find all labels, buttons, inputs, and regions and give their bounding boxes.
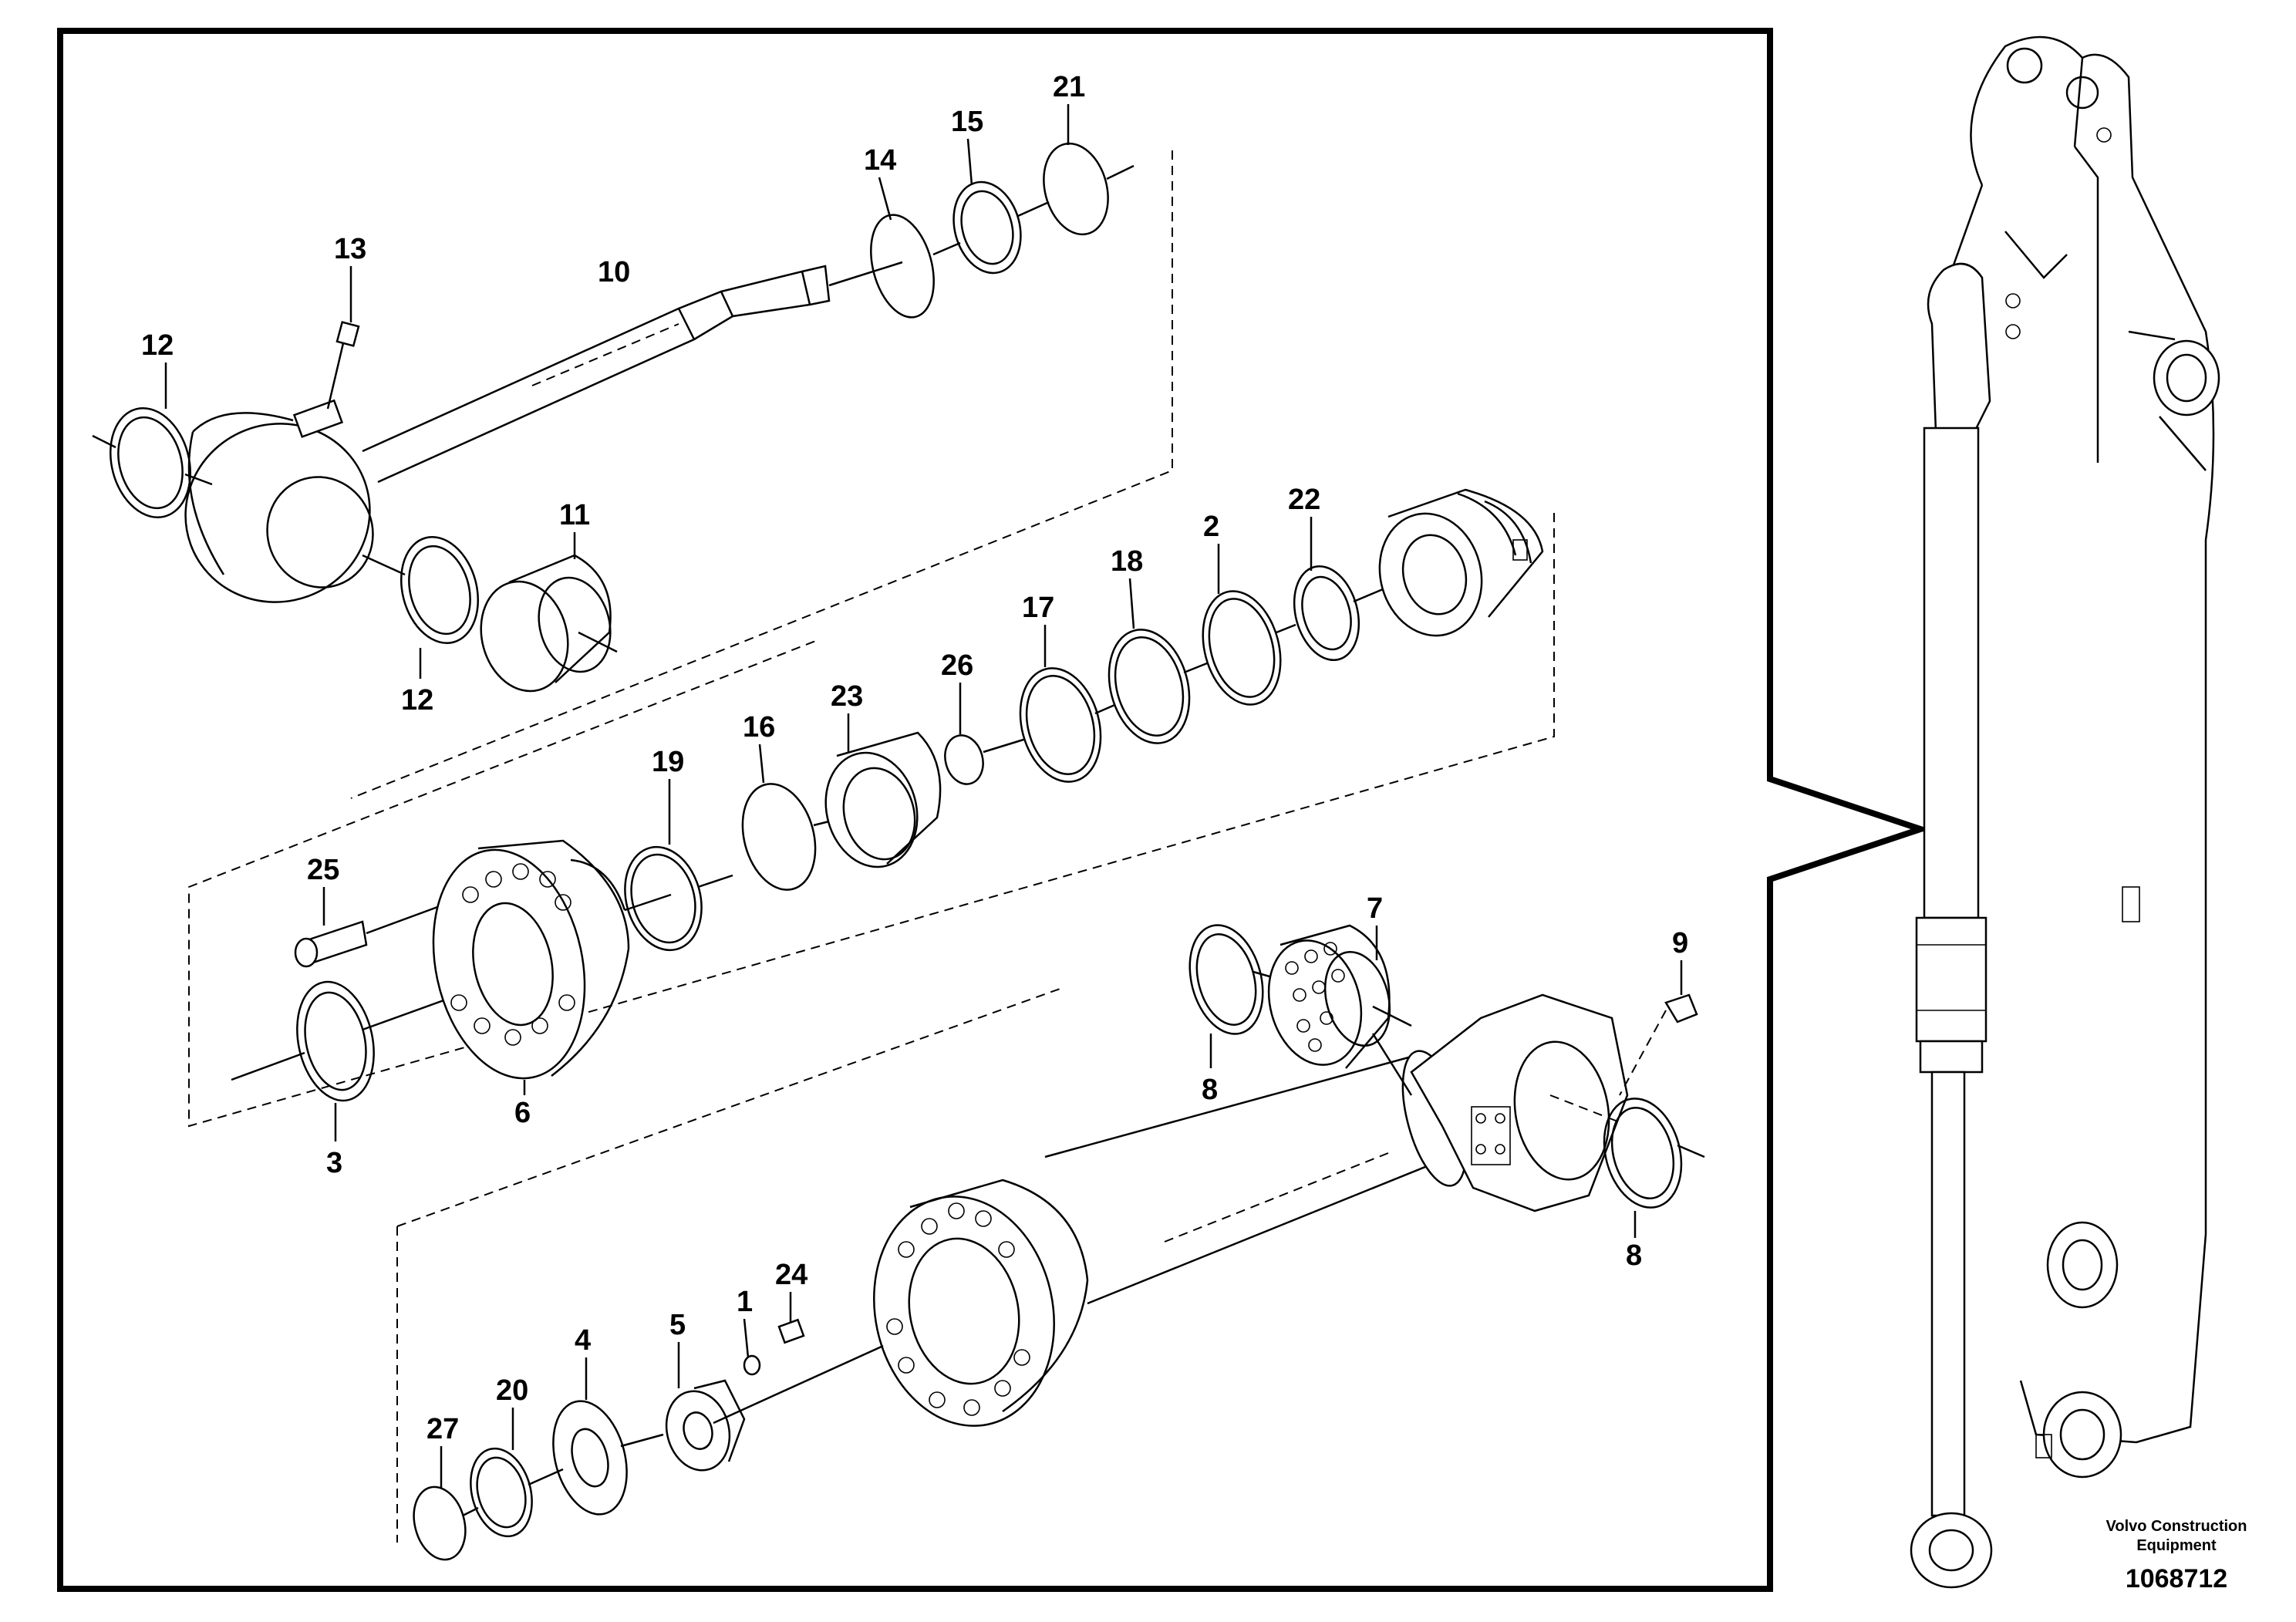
label-part-20: 20: [496, 1374, 528, 1407]
brand-line-1: Volvo Construction: [2106, 1518, 2247, 1535]
label-part-5: 5: [669, 1309, 686, 1341]
group-boundaries: [188, 150, 1555, 1543]
label-part-15: 15: [951, 106, 983, 138]
label-part-17: 17: [1022, 592, 1054, 624]
label-part-4: 4: [575, 1324, 591, 1357]
cylinder-tube-assembly: [413, 924, 1705, 1561]
label-part-10: 10: [598, 256, 630, 288]
label-part-6: 6: [514, 1097, 531, 1129]
label-part-7: 7: [1367, 892, 1383, 925]
label-part-2: 2: [1203, 511, 1219, 543]
label-part-24: 24: [775, 1259, 807, 1291]
label-part-16: 16: [743, 711, 775, 744]
label-part-14: 14: [864, 144, 896, 177]
label-part-27: 27: [426, 1413, 459, 1445]
label-part-23: 23: [831, 680, 863, 713]
label-part-19: 19: [652, 746, 684, 778]
label-part-11: 11: [559, 499, 590, 531]
label-part-1: 1: [737, 1286, 753, 1318]
label-part-22: 22: [1288, 484, 1320, 516]
boom-overview-illustration: [1910, 35, 2220, 1589]
label-part-3: 3: [326, 1147, 342, 1179]
callout-frame: [57, 28, 1930, 1592]
label-part-21: 21: [1053, 71, 1085, 103]
label-part-12-lower: 12: [401, 684, 433, 717]
document-number: 1068712: [2126, 1564, 2227, 1593]
label-part-12-left: 12: [141, 329, 174, 362]
label-part-8-upper: 8: [1202, 1074, 1218, 1106]
piston-rod-assembly: [92, 104, 1135, 693]
gland-and-piston-seals: [231, 488, 1544, 1141]
label-part-9: 9: [1672, 927, 1688, 959]
label-part-26: 26: [941, 649, 973, 682]
label-part-8-lower: 8: [1626, 1239, 1642, 1272]
label-part-13: 13: [334, 233, 366, 265]
brand-line-2: Equipment: [2136, 1537, 2217, 1554]
label-part-18: 18: [1111, 545, 1143, 578]
label-part-25: 25: [307, 854, 339, 886]
part-number-labels: 1 2 3 4 5 6 7 8 8 9 10 11 12 12 13 14 15…: [141, 71, 1688, 1445]
